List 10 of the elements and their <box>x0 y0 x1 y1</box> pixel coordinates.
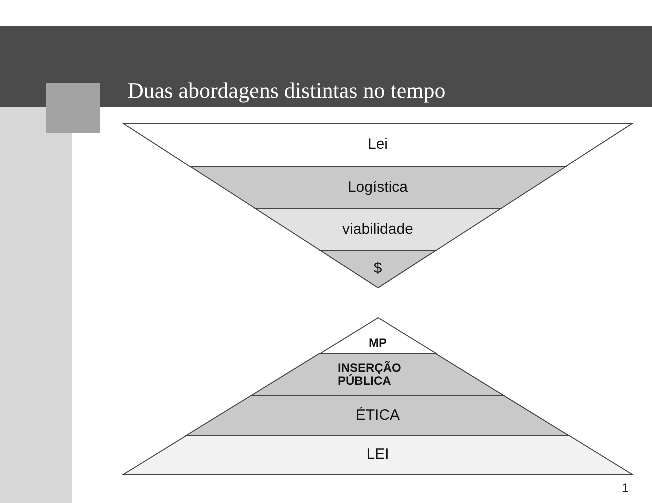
band-label: viabilidade <box>342 222 414 238</box>
band-label: Logística <box>348 180 408 196</box>
band-label: Lei <box>368 137 388 154</box>
slide-title: Duas abordagens distintas no tempo <box>128 78 446 104</box>
band-label: ÉTICA <box>356 408 400 424</box>
band-label: LEI <box>366 447 390 464</box>
band-label: INSERÇÃO PÚBLICA <box>338 362 402 388</box>
band-label: $ <box>374 261 382 278</box>
page-number: 1 <box>622 481 629 495</box>
band-label: MP <box>368 335 387 351</box>
